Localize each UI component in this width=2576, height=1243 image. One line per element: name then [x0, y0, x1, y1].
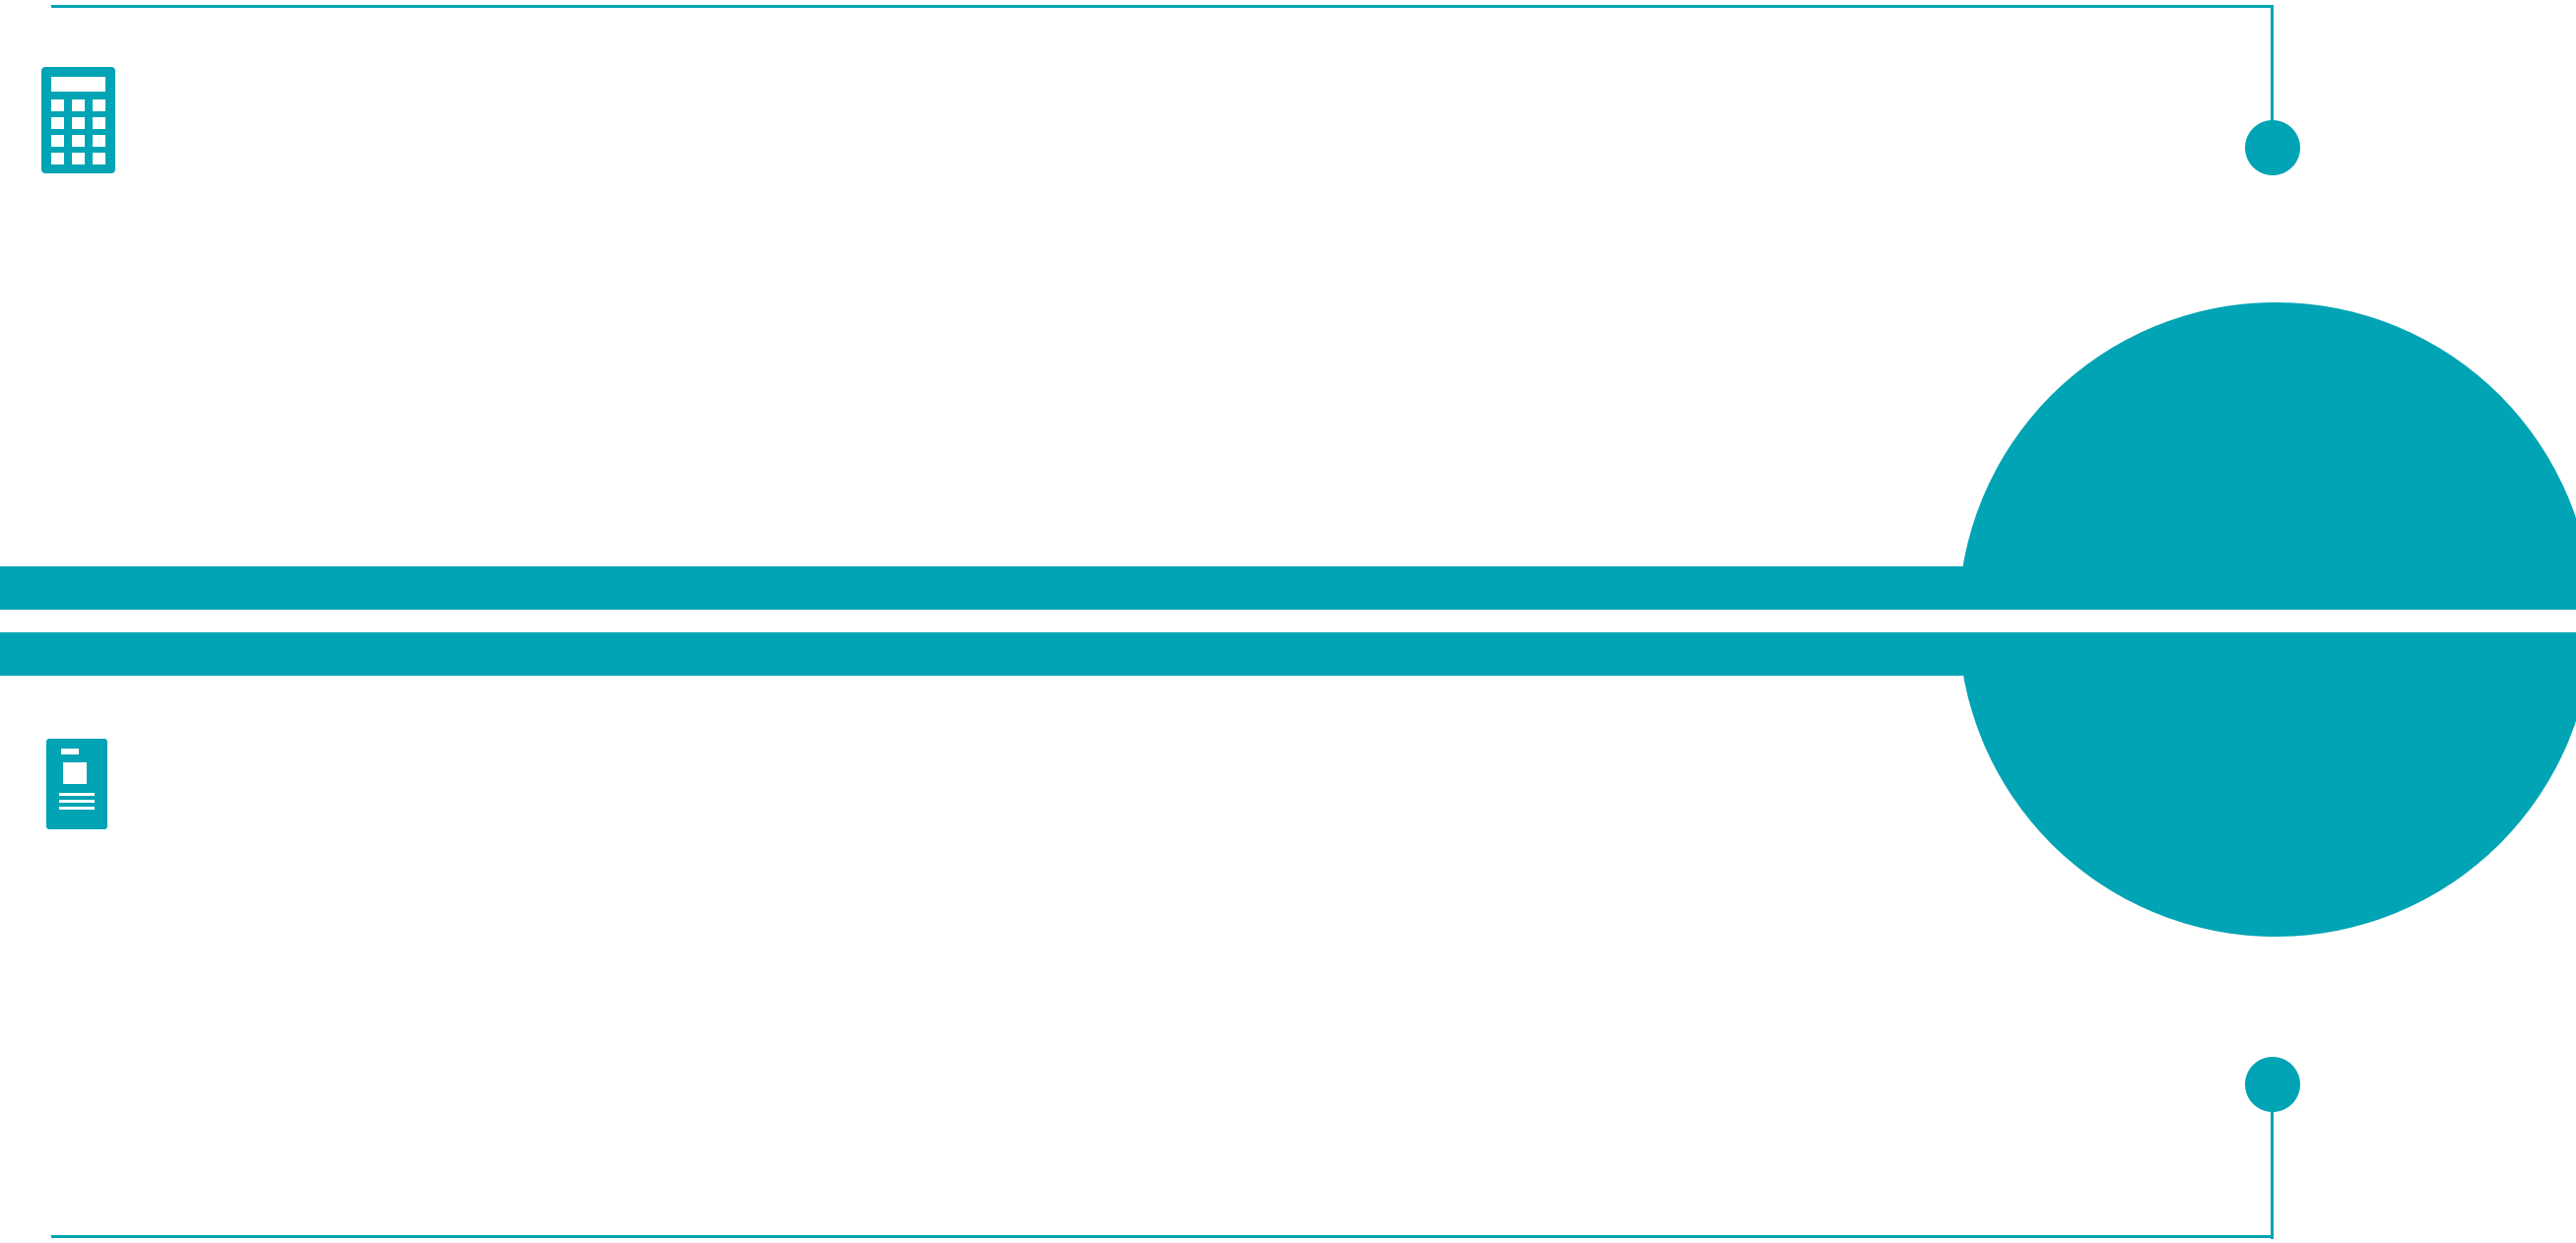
- divider-gap-stripe: [0, 610, 2576, 632]
- top-connector-node: [2245, 120, 2300, 175]
- bottom-connector-line: [2271, 1111, 2274, 1239]
- divider-bar-bottom: [0, 632, 2576, 676]
- bottom-connector-node: [2245, 1057, 2300, 1112]
- top-border-rule: [51, 5, 2274, 8]
- bottom-border-rule: [51, 1235, 2274, 1238]
- divider-bar-top: [0, 566, 2576, 610]
- top-connector-line: [2271, 5, 2274, 123]
- invoice-document-icon: [46, 739, 107, 829]
- calculator-icon: [41, 67, 115, 173]
